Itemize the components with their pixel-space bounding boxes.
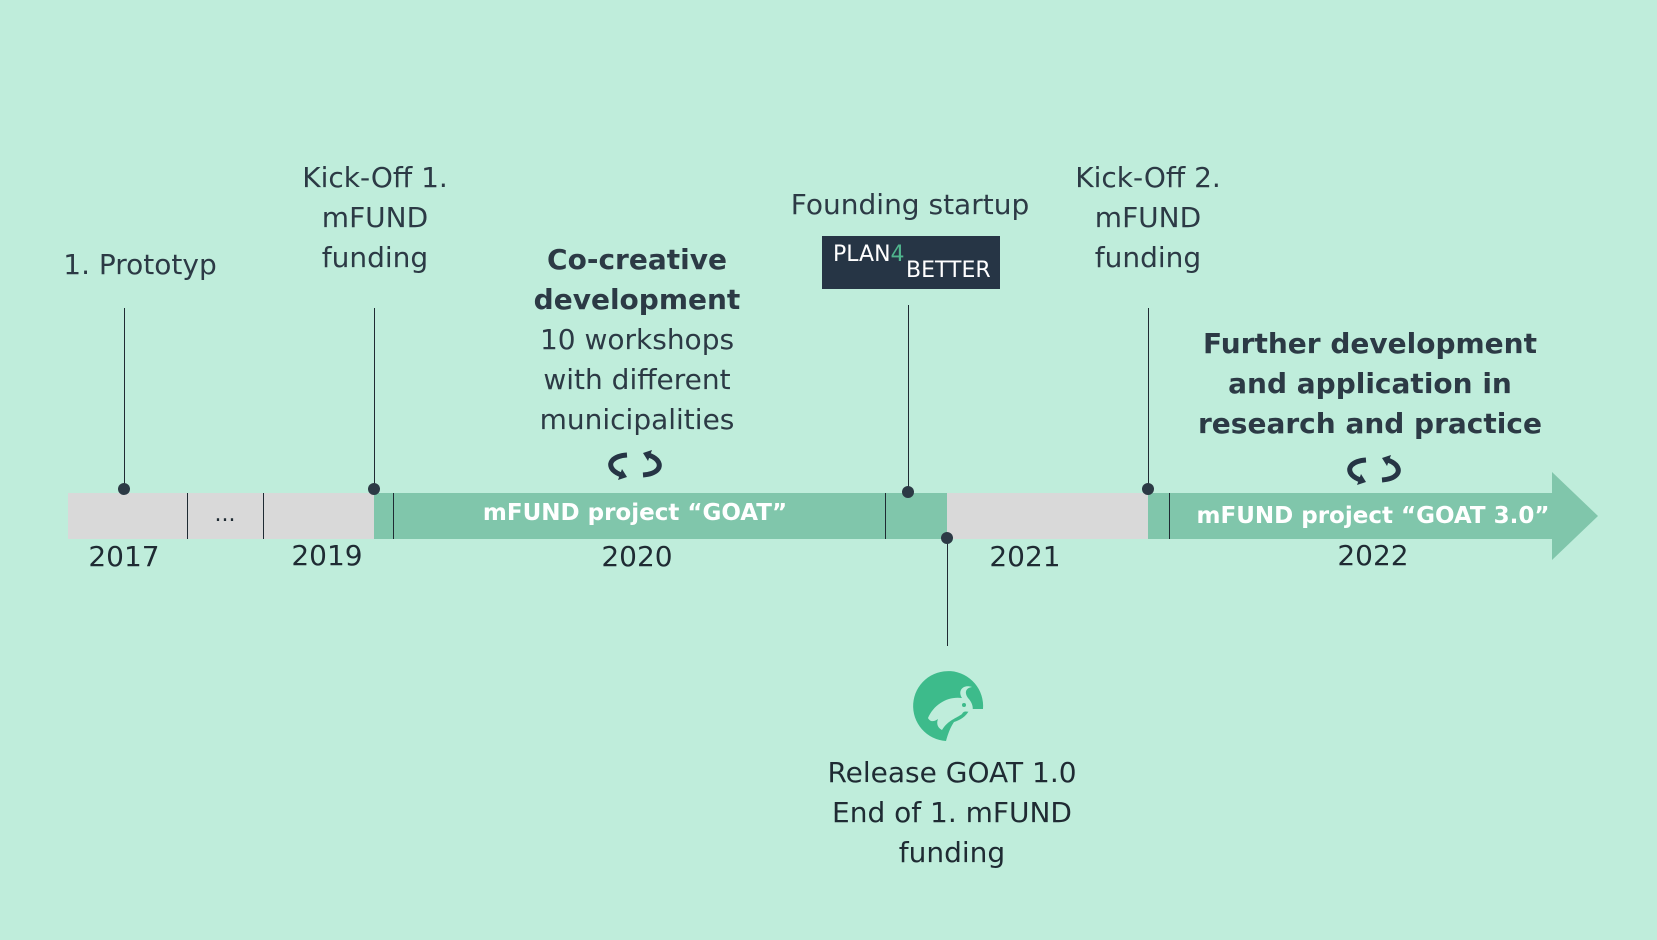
goat-project-label: mFUND project “GOAT” xyxy=(482,500,788,526)
timeline-segment-2021 xyxy=(947,493,1148,539)
further-line-3: research and practice xyxy=(1198,407,1542,440)
timeline-tick xyxy=(393,493,394,539)
year-2019: 2019 xyxy=(291,539,363,572)
kickoff2-line-3: funding xyxy=(1094,241,1202,274)
plan4better-logo: PLAN4 BETTER xyxy=(822,236,1000,289)
cycle-arrows-icon xyxy=(608,450,662,480)
logo-better: BETTER xyxy=(906,258,991,283)
year-2020: 2020 xyxy=(601,540,673,573)
event-further-development: Further development and application in r… xyxy=(1190,324,1550,444)
event-founding: Founding startup xyxy=(760,185,1060,225)
event-dot xyxy=(1142,483,1154,495)
kickoff1-line-3: funding xyxy=(321,241,429,274)
logo-plan: PLAN xyxy=(833,242,891,267)
event-co-creative: Co-creative development 10 workshops wit… xyxy=(487,240,787,440)
event-kickoff-2: Kick-Off 2. mFUND funding xyxy=(1048,158,1248,278)
cycle-arrows-icon xyxy=(1347,455,1401,485)
event-dot xyxy=(118,483,130,495)
event-dot xyxy=(368,483,380,495)
cocreative-title-1: Co-creative xyxy=(547,243,727,276)
release-line-2: End of 1. mFUND xyxy=(832,796,1072,829)
release-line-3: funding xyxy=(898,836,1006,869)
further-line-2: and application in xyxy=(1228,367,1512,400)
connector-kickoff-1 xyxy=(374,308,375,490)
cocreative-title-2: development xyxy=(533,283,741,316)
year-2022: 2022 xyxy=(1337,539,1409,572)
timeline-segment-2017 xyxy=(68,493,374,539)
cocreative-text-1: 10 workshops xyxy=(539,323,735,356)
kickoff2-line-1: Kick-Off 2. xyxy=(1075,161,1221,194)
cocreative-text-2: with different xyxy=(543,363,731,396)
event-release: Release GOAT 1.0 End of 1. mFUND funding xyxy=(802,753,1102,873)
timeline-segment-goat3 xyxy=(1148,493,1553,539)
connector-founding xyxy=(908,305,909,493)
event-dot xyxy=(941,532,953,544)
further-line-1: Further development xyxy=(1203,327,1537,360)
prototype-label: 1. Prototyp xyxy=(63,248,217,281)
founding-label: Founding startup xyxy=(790,188,1030,221)
event-kickoff-1: Kick-Off 1. mFUND funding xyxy=(275,158,475,278)
ellipsis-label: ... xyxy=(214,502,236,527)
logo-four: 4 xyxy=(890,242,905,267)
timeline-tick xyxy=(187,493,188,539)
connector-release xyxy=(947,538,948,646)
timeline-tick xyxy=(1169,493,1170,539)
connector-kickoff-2 xyxy=(1148,308,1149,490)
release-line-1: Release GOAT 1.0 xyxy=(827,756,1077,789)
kickoff1-line-2: mFUND xyxy=(321,201,429,234)
kickoff2-line-2: mFUND xyxy=(1094,201,1202,234)
cocreative-text-3: municipalities xyxy=(539,403,735,436)
goat-logo-icon xyxy=(913,671,984,741)
timeline-segment-goat xyxy=(374,493,947,539)
goat3-project-label: mFUND project “GOAT 3.0” xyxy=(1196,503,1550,529)
event-prototype: 1. Prototyp xyxy=(40,245,240,285)
timeline-tick xyxy=(263,493,264,539)
kickoff1-line-1: Kick-Off 1. xyxy=(302,161,448,194)
year-2017: 2017 xyxy=(88,540,160,573)
timeline-tick xyxy=(885,493,886,539)
event-dot xyxy=(902,486,914,498)
timeline-arrow-head xyxy=(1552,472,1598,560)
year-2021: 2021 xyxy=(989,540,1061,573)
connector-prototype xyxy=(124,308,125,490)
